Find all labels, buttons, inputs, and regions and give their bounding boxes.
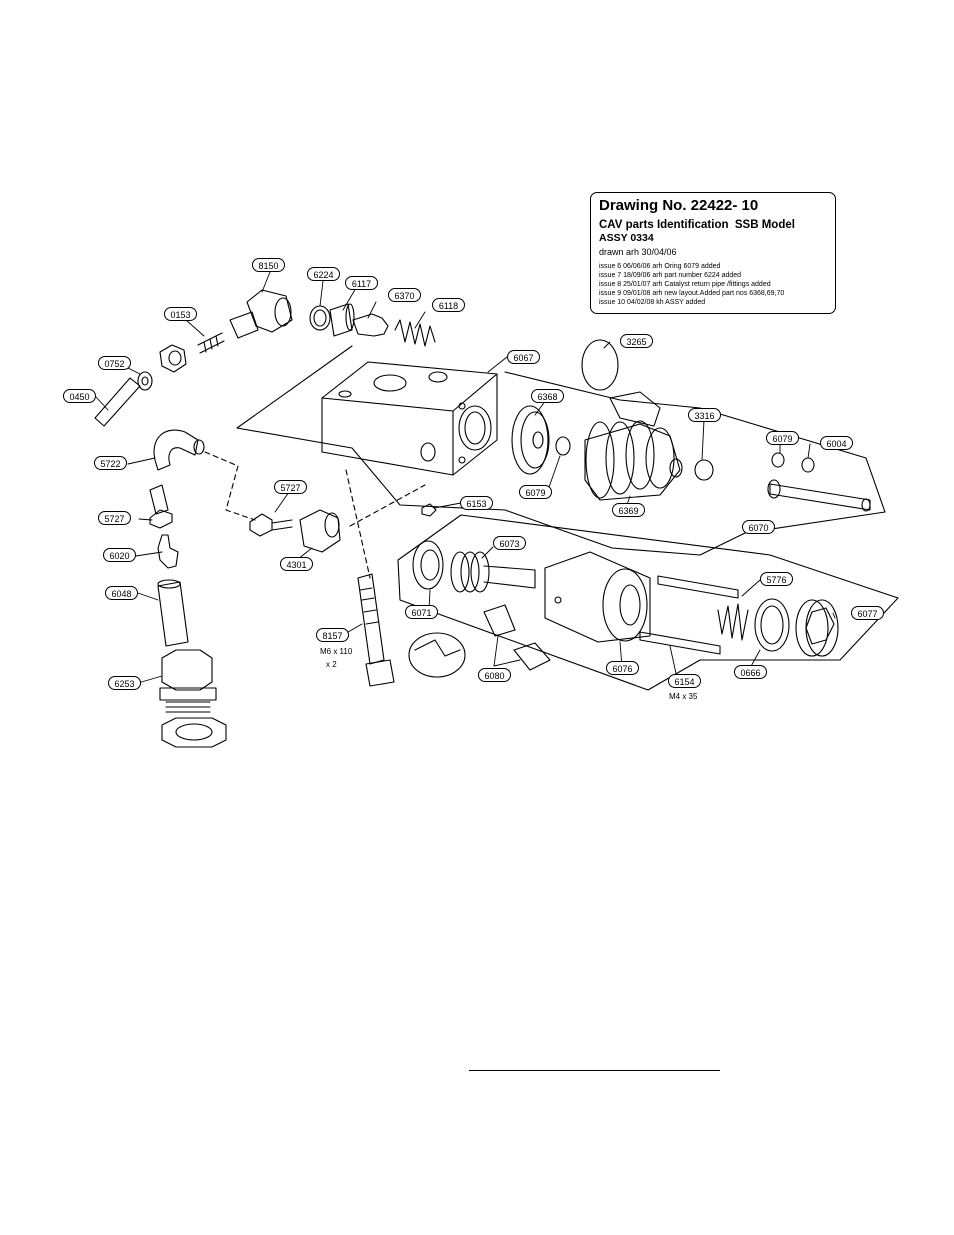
drawing-name: CAV parts Identification SSB Model (599, 219, 827, 232)
part-label-6253: 6253 (108, 676, 141, 690)
part-label-6073: 6073 (493, 536, 526, 550)
part-label-6076: 6076 (606, 661, 639, 675)
part-label-3265: 3265 (620, 334, 653, 348)
fitting-0153 (159, 332, 225, 373)
part-label-0450: 0450 (63, 389, 96, 403)
bolt-axis-dashed (345, 469, 371, 579)
issue-line: issue 8 25/01/07 arh Catalyst return pip… (599, 281, 771, 288)
part-label-6080: 6080 (478, 668, 511, 682)
elbow-4301 (299, 509, 341, 553)
bolt-8157-quantity: x 2 (326, 660, 337, 669)
part-label-6118: 6118 (432, 298, 465, 312)
part-label-5722: 5722 (94, 456, 127, 470)
tube-6048 (157, 581, 189, 647)
part-label-6153: 6153 (460, 496, 493, 510)
screw-6153 (421, 503, 437, 517)
pipe-5722 (153, 429, 199, 471)
fitting-6253 (159, 649, 227, 748)
part-label-5727-upper: 5727 (274, 480, 307, 494)
shell-6071 (408, 632, 466, 678)
issue-line: issue 10 04/02/08 kh ASSY added (599, 299, 706, 306)
issue-line: issue 6 06/06/06 arh Oring 6079 added (599, 263, 721, 270)
screw-6154-lower (639, 631, 721, 655)
issue-line: issue 7 18/09/06 arh part number 6224 ad… (599, 272, 742, 279)
part-label-6020: 6020 (103, 548, 136, 562)
sleeve-6117 (329, 303, 353, 337)
plunger-6370 (352, 313, 389, 337)
part-label-8157: 8157 (316, 628, 349, 642)
part-label-8150: 8150 (252, 258, 285, 272)
main-block-6067 (321, 361, 498, 476)
return-line-dashed (349, 484, 426, 527)
elbow-8150 (229, 289, 293, 339)
body-6369 (584, 391, 683, 501)
screw-6154-upper (657, 575, 739, 599)
title-block: Drawing No. 22422- 10 CAV parts Identifi… (590, 192, 836, 314)
part-label-6369: 6369 (612, 503, 645, 517)
issue-list: issue 6 06/06/06 arh Oring 6079 added is… (599, 262, 827, 307)
bolt-8157 (357, 573, 385, 665)
disc-6368 (511, 405, 550, 475)
assembly-number: ASSY 0334 (599, 232, 654, 244)
screws-6080 (483, 604, 551, 671)
clip-3316 (694, 459, 714, 481)
housing-6076 (544, 551, 651, 643)
bolt-8157-size: M6 x 110 (320, 647, 353, 656)
part-label-6004: 6004 (820, 436, 853, 450)
part-label-6067: 6067 (507, 350, 540, 364)
part-label-6079-left: 6079 (519, 485, 552, 499)
drawn-by: drawn arh 30/04/06 (599, 247, 677, 257)
lower-plate-outline (397, 514, 899, 691)
part-label-5727-lower: 5727 (98, 511, 131, 525)
cap-6077 (795, 599, 839, 657)
part-label-0153: 0153 (164, 307, 197, 321)
spring-5776 (717, 603, 749, 641)
part-label-6071: 6071 (405, 605, 438, 619)
footer-rule (469, 1070, 720, 1071)
fitting-6020 (157, 534, 179, 569)
part-label-6370: 6370 (388, 288, 421, 302)
part-label-6070: 6070 (742, 520, 775, 534)
part-label-6079-right: 6079 (766, 431, 799, 445)
shaft-6070 (767, 479, 871, 512)
bolt-6154-size: M4 x 35 (669, 692, 698, 701)
oring-6079-left (555, 436, 571, 456)
part-label-4301: 4301 (280, 557, 313, 571)
part-label-0752: 0752 (98, 356, 131, 370)
oring-3265 (581, 339, 619, 391)
drawing-number-suffix: - 10 (732, 197, 759, 214)
drawing-number: Drawing No. 22422- 10 (599, 197, 827, 215)
issue-line: issue 9 09/01/08 arh new layout.Added pa… (599, 290, 785, 297)
part-label-6077: 6077 (851, 606, 884, 620)
washer-6071 (412, 540, 444, 590)
spring-6118 (394, 319, 436, 347)
ring-0666 (754, 598, 790, 652)
drawing-name-right: SSB Model (734, 219, 795, 231)
return-pipe-dashed (204, 451, 256, 521)
fitting-5727-upper (249, 513, 273, 537)
nut-5727-lower (149, 509, 173, 529)
piston-6073 (450, 551, 536, 593)
cap-5727 (149, 484, 169, 515)
part-label-6224: 6224 (307, 267, 340, 281)
part-label-5776: 5776 (760, 572, 793, 586)
part-label-0666: 0666 (734, 665, 767, 679)
oring-6004 (801, 457, 815, 473)
pin-0450 (94, 377, 141, 427)
leader-lines (95, 271, 836, 684)
part-label-6154: 6154 (668, 674, 701, 688)
drawing-name-left: CAV parts Identification (599, 219, 729, 231)
upper-plate-outline (236, 345, 886, 556)
part-label-6117: 6117 (345, 276, 378, 290)
part-label-3316: 3316 (688, 408, 721, 422)
nut-0752 (137, 371, 153, 391)
part-label-6368: 6368 (531, 389, 564, 403)
oring-6079-right (771, 452, 785, 468)
drawing-number-label: Drawing No. 22422 (599, 197, 733, 214)
part-label-6048: 6048 (105, 586, 138, 600)
